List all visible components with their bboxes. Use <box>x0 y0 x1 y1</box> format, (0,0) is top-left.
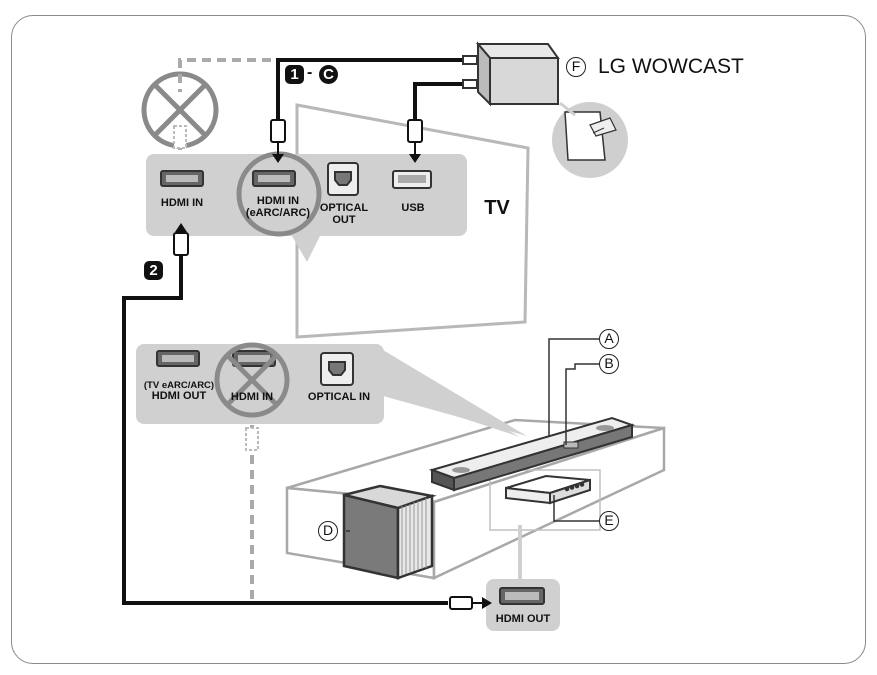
callout-f: F <box>566 57 586 77</box>
dashed-plugs <box>173 125 259 451</box>
callout-lines <box>346 338 599 532</box>
prohibited-soundbar-hdmi-in <box>214 342 290 418</box>
soundbar-body <box>428 416 636 492</box>
soundbar-hdmi-out-label-line2: HDMI OUT <box>151 390 207 402</box>
lg-wowcast-device <box>462 41 560 107</box>
callout-d: D <box>318 521 338 541</box>
soundbar-optical-in-label: OPTICAL IN <box>307 391 371 403</box>
tv-earc-label-line2: (eARC/ARC) <box>245 207 311 219</box>
callout-a: A <box>599 329 619 349</box>
tv-ports <box>160 162 432 196</box>
soundbar-hdmi-out-label-line1: (TV eARC/ARC) <box>143 380 215 391</box>
step-1-badge: 1 <box>285 65 304 84</box>
connection-arrows <box>175 154 492 609</box>
diagram-frame <box>11 15 866 664</box>
tv-usb-label: USB <box>401 202 425 214</box>
adhesive-pad-detail <box>552 102 628 178</box>
wireless-receiver-box <box>505 474 591 505</box>
solid-cables <box>122 58 466 605</box>
step-1-letter-badge: C <box>319 65 338 84</box>
tv-earc-label-line1: HDMI IN <box>256 195 300 207</box>
subwoofer <box>342 484 437 580</box>
tv-port-panel <box>146 154 467 236</box>
callout-b: B <box>599 354 619 374</box>
tv-optical-label-line2: OUT <box>332 214 356 226</box>
callout-e: E <box>599 511 619 531</box>
tv-label: TV <box>484 197 510 219</box>
step-2-badge: 2 <box>144 261 163 280</box>
step-1-dash: - <box>307 64 313 81</box>
tv-zoom-wedge <box>292 236 320 262</box>
tv-optical-label-line1: OPTICAL <box>319 202 369 214</box>
wowcast-label: LG WOWCAST <box>598 55 744 78</box>
box-hdmi-out-label: HDMI OUT <box>495 613 551 625</box>
soundbar-hdmi-in-label: HDMI IN <box>230 391 274 403</box>
tv-hdmi-in-label: HDMI IN <box>160 197 204 209</box>
